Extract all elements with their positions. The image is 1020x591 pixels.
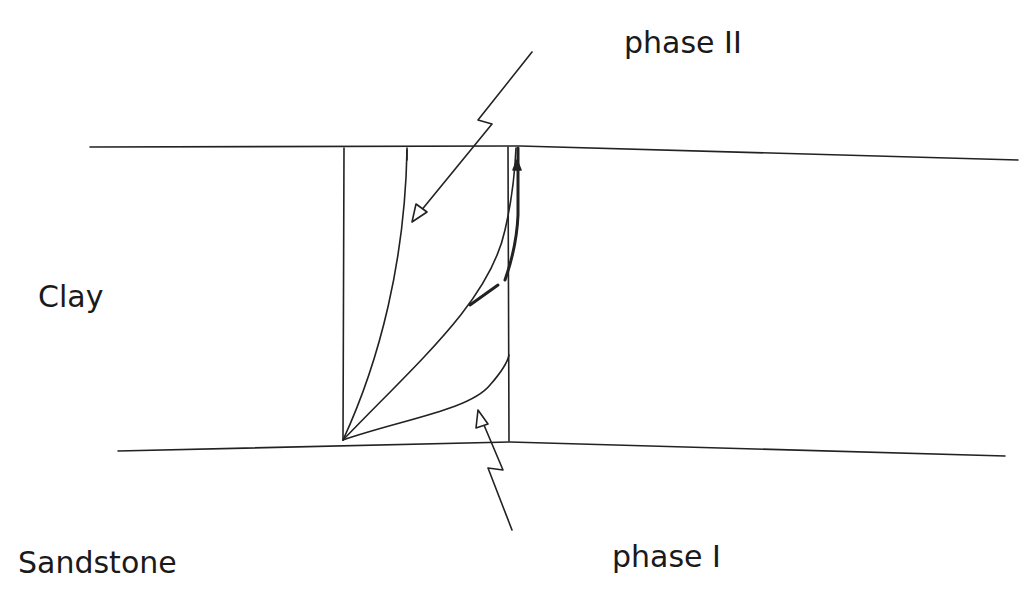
movement-arrow (513, 160, 521, 170)
leader-line (481, 418, 512, 530)
phase-two-surface (343, 150, 407, 440)
leader-arrowhead (476, 410, 488, 428)
clay-top-boundary (90, 146, 1018, 160)
leader-arrowhead (412, 204, 427, 222)
phase-label: phase I (612, 540, 721, 573)
phase-label: phase II (624, 26, 742, 59)
leader-line (420, 52, 532, 212)
displacement-trace (470, 285, 498, 305)
clay-base-boundary (118, 442, 1005, 456)
layer-label: Sandstone (18, 546, 177, 579)
shaft-left-wall (343, 148, 344, 440)
slip-surface (343, 148, 516, 440)
layer-label: Clay (38, 280, 103, 313)
shaft-right-wall (508, 147, 509, 441)
